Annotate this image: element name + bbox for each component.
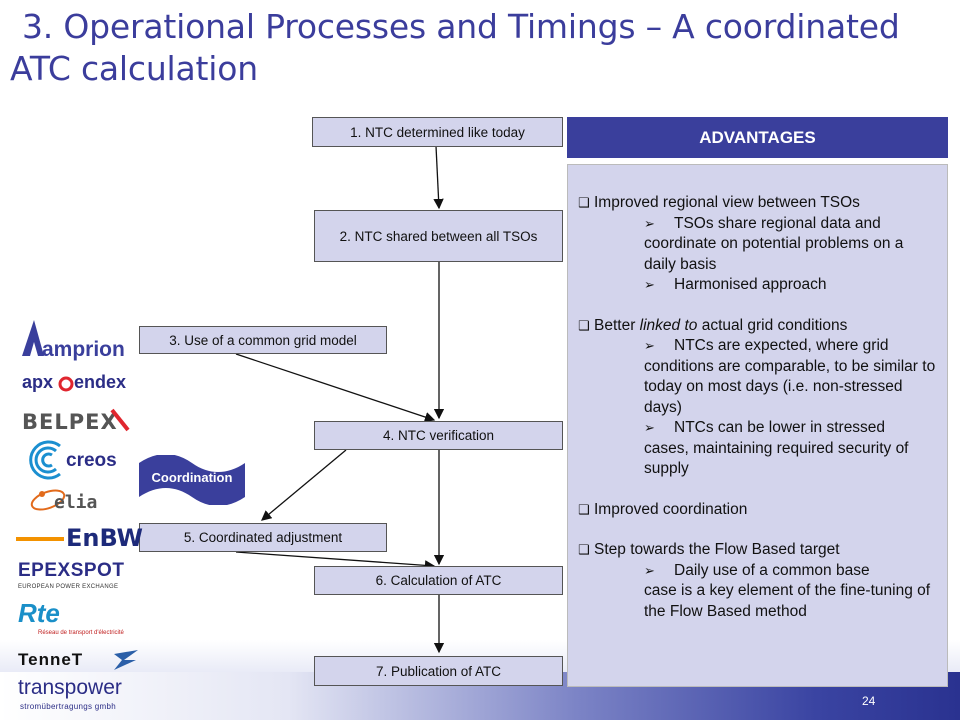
step-2-label: 2. NTC shared between all TSOs <box>339 228 538 244</box>
step-4-box: 4. NTC verification <box>314 421 563 450</box>
advantages-panel: ADVANTAGES ❑ Improved regional view betw… <box>567 117 948 687</box>
step-6-box: 6. Calculation of ATC <box>314 566 563 595</box>
arrow-bullet-icon: ➢ <box>644 215 655 231</box>
slide-title-line1: 3. Operational Processes and Timings – A… <box>22 7 900 46</box>
creos-rings-icon <box>29 440 61 480</box>
logo-belpex: BELPEX <box>22 406 132 438</box>
advantage-item: ❑ Improved regional view between TSOs <box>578 194 860 211</box>
step-6-label: 6. Calculation of ATC <box>375 573 502 588</box>
advantages-body: ❑ Improved regional view between TSOs ➢ … <box>567 164 948 687</box>
advantage-subitem: ➢ NTCs can be lower in stressed <box>644 418 939 439</box>
checkbox-bullet-icon: ❑ <box>578 501 590 517</box>
amprion-mark-icon <box>22 320 44 356</box>
advantage-subitem: ➢ Harmonised approach <box>644 275 939 296</box>
slide-title-line2: ATC calculation <box>10 49 258 88</box>
arrow-1-to-2 <box>433 145 444 210</box>
logo-epex-spot: EPEXSPOT EUROPEAN POWER EXCHANGE <box>18 560 125 590</box>
logo-apx-endex: apx endex <box>22 372 127 392</box>
logo-rte: Rte Réseau de transport d'électricité <box>18 598 124 636</box>
logo-tennet: TenneT <box>18 648 142 674</box>
checkbox-bullet-icon: ❑ <box>578 195 590 210</box>
advantage-subitem: ➢ TSOs share regional data and <box>644 214 939 235</box>
checkbox-bullet-icon: ❑ <box>578 317 590 333</box>
coordination-shape <box>139 455 245 505</box>
step-4-label: 4. NTC verification <box>382 428 495 443</box>
enbw-line-icon <box>16 537 64 541</box>
advantage-item: ❑ Improved coordination <box>578 500 748 518</box>
step-7-box: 7. Publication of ATC <box>314 656 563 686</box>
advantages-heading: ADVANTAGES <box>567 117 948 161</box>
arrow-4-to-5 <box>261 449 347 521</box>
step-7-label: 7. Publication of ATC <box>375 663 502 679</box>
step-2-box: 2. NTC shared between all TSOs <box>314 210 563 262</box>
step-5-label: 5. Coordinated adjustment <box>183 530 343 545</box>
logo-elia: elia <box>28 484 128 518</box>
step-3-label: 3. Use of a common grid model <box>169 332 357 348</box>
advantage-subitem: ➢ NTCs are expected, where grid <box>644 336 939 357</box>
logo-enbw: EnBW <box>16 524 143 552</box>
advantage-item: ❑ Step towards the Flow Based target <box>578 541 840 558</box>
checkbox-bullet-icon: ❑ <box>578 542 590 557</box>
elia-orbit-icon <box>30 489 66 511</box>
step-3-box: 3. Use of a common grid model <box>139 326 387 354</box>
belpex-x-icon <box>110 408 130 432</box>
arrow-bullet-icon: ➢ <box>644 277 655 292</box>
tennet-wing-icon <box>114 650 138 670</box>
advantage-item: ❑ Better linked to actual grid condition… <box>578 316 848 334</box>
step-5-box: 5. Coordinated adjustment <box>139 523 387 552</box>
logo-creos: creos <box>20 440 132 480</box>
arrow-3-to-4 <box>235 353 436 423</box>
advantage-subitem: ➢ Daily use of a common base <box>644 561 939 582</box>
step-1-label: 1. NTC determined like today <box>350 124 525 140</box>
apx-endex-swirl-icon <box>58 376 74 392</box>
arrow-bullet-icon: ➢ <box>644 562 655 578</box>
step-1-box: 1. NTC determined like today <box>312 117 563 147</box>
page-number: 24 <box>862 694 876 708</box>
logo-transpower: transpower stromübertragungs gmbh <box>18 676 122 711</box>
logo-amprion: amprion <box>20 318 130 362</box>
coordination-label: Coordination <box>151 470 233 485</box>
slide-title: 3. Operational Processes and Timings – A… <box>10 6 950 90</box>
arrow-5-to-6 <box>235 551 436 571</box>
arrow-bullet-icon: ➢ <box>644 338 655 353</box>
arrow-bullet-icon: ➢ <box>644 420 655 435</box>
